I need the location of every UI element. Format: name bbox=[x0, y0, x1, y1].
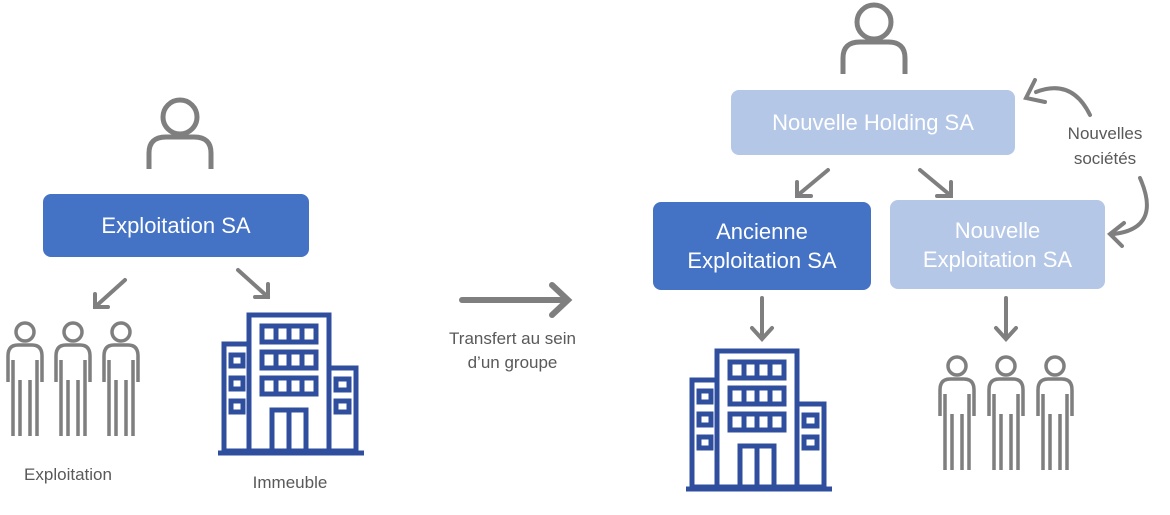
person-icon bbox=[149, 100, 211, 169]
arrow-icon bbox=[750, 296, 774, 342]
arrow-icon bbox=[459, 282, 573, 318]
person-icon bbox=[987, 355, 1025, 472]
building-icon bbox=[686, 351, 832, 489]
arrow-icon bbox=[795, 168, 830, 198]
person-icon bbox=[843, 5, 905, 74]
person-icon bbox=[938, 355, 976, 472]
arrow-icon bbox=[1023, 78, 1092, 117]
building-icon bbox=[218, 315, 364, 453]
new-company-box: Nouvelle Exploitation SA bbox=[890, 200, 1105, 289]
building-label: Immeuble bbox=[252, 473, 328, 492]
arrow-icon bbox=[1106, 176, 1149, 248]
person-icon bbox=[54, 321, 92, 438]
exploitation-sa-box: Exploitation SA bbox=[43, 194, 309, 257]
old-company-label: Ancienne Exploitation SA bbox=[687, 219, 837, 273]
arrow-icon bbox=[93, 278, 127, 309]
arrow-icon bbox=[994, 296, 1018, 342]
person-icon bbox=[6, 321, 44, 438]
new-company-label: Nouvelle Exploitation SA bbox=[922, 217, 1073, 272]
person-icon bbox=[102, 321, 140, 438]
old-company-box: Ancienne Exploitation SA bbox=[653, 202, 871, 290]
holding-label: Nouvelle Holding SA bbox=[772, 110, 974, 135]
holding-box: Nouvelle Holding SA bbox=[731, 90, 1015, 155]
transition-label: Transfert au sein d’un groupe bbox=[449, 329, 576, 372]
person-icon bbox=[1036, 355, 1074, 472]
operation-label: Exploitation bbox=[24, 465, 112, 484]
arrow-icon bbox=[236, 268, 270, 299]
arrow-icon bbox=[918, 168, 953, 198]
exploitation-sa-label: Exploitation SA bbox=[101, 213, 251, 238]
new-companies-note: Nouvelles sociétés bbox=[1067, 124, 1143, 168]
